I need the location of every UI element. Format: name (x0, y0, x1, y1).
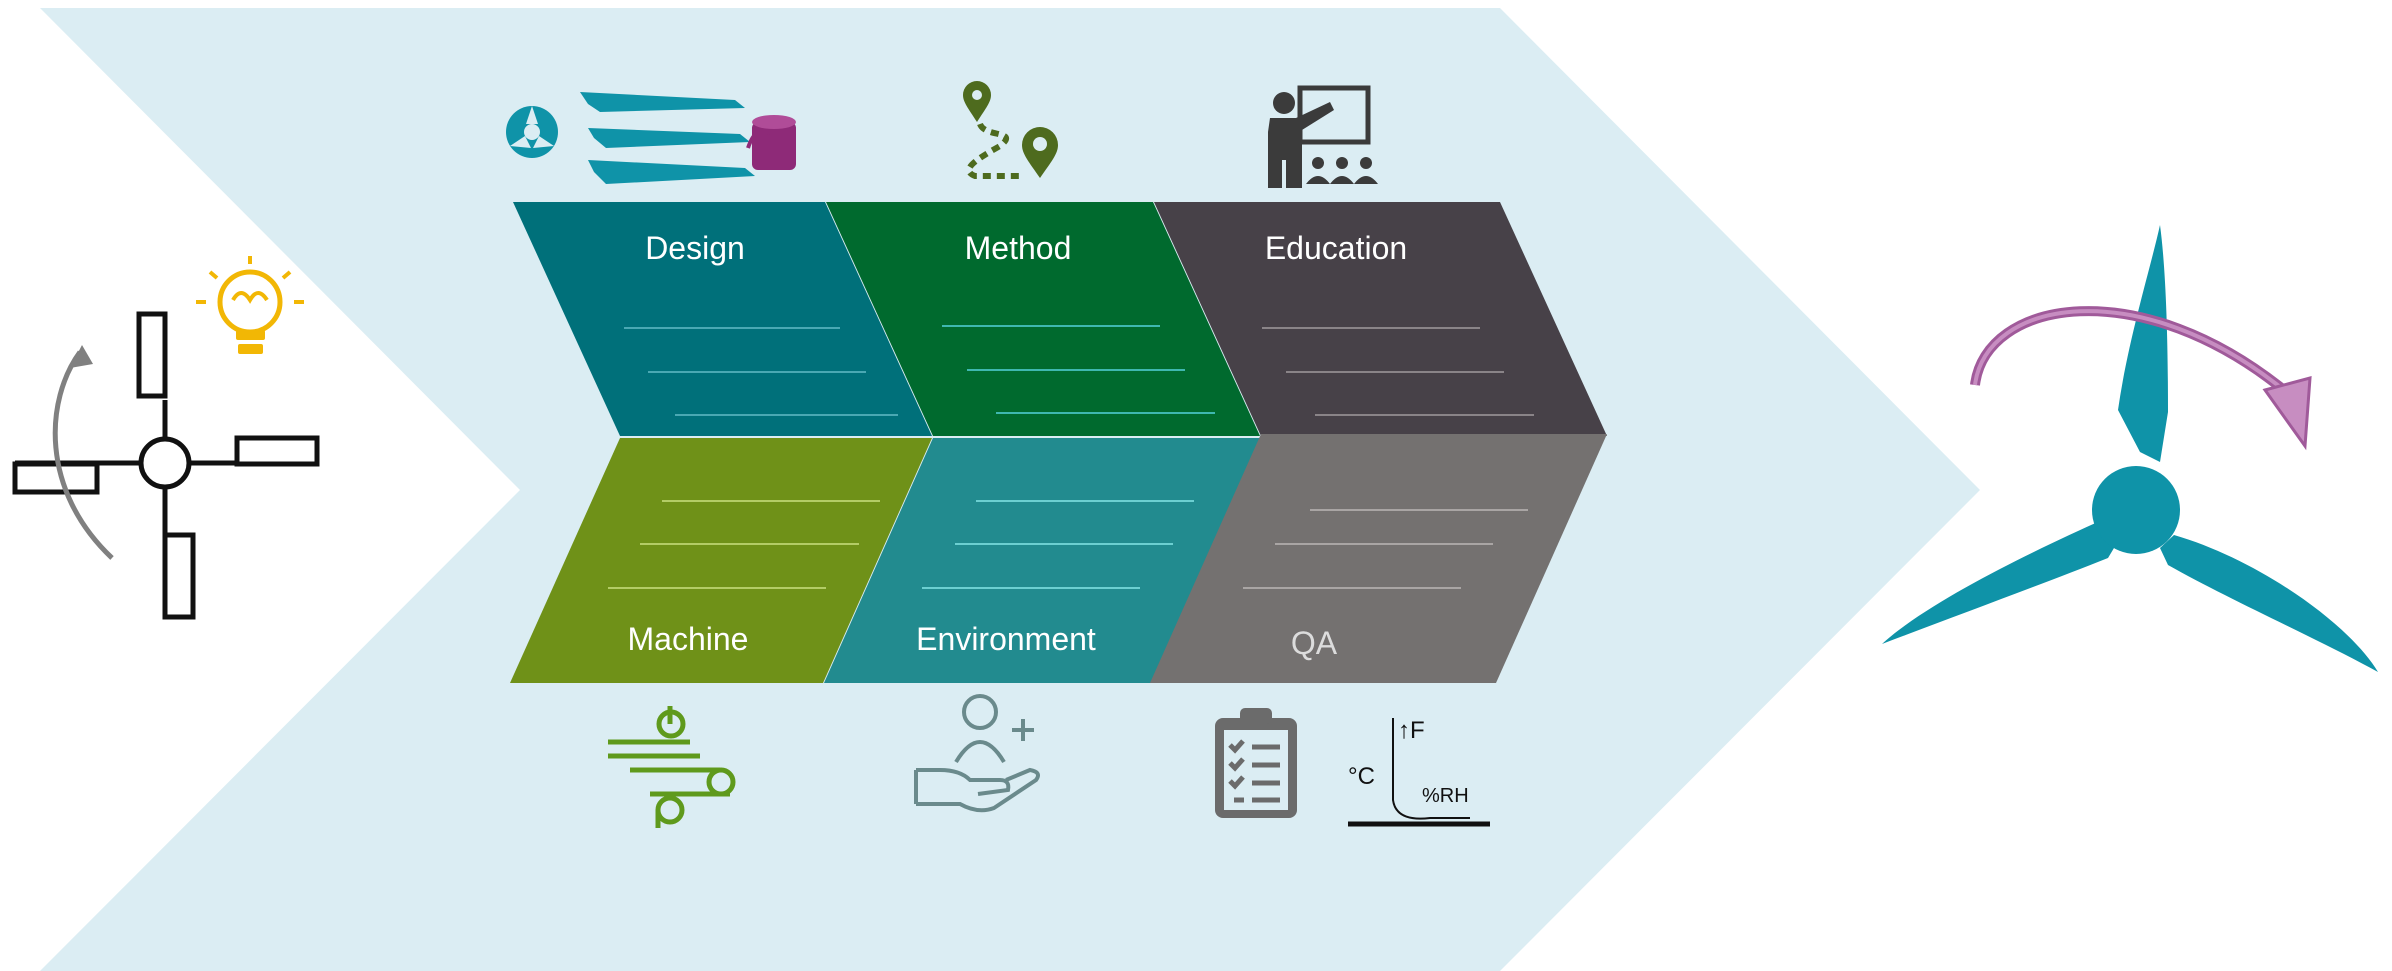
humidity-force-graph: ↑F °C %RH (1348, 717, 1490, 827)
blade-molds-icon (506, 92, 796, 184)
education-cause-lines (1262, 327, 1534, 416)
design-label: Design (645, 230, 745, 266)
teacher-presentation-icon (1268, 85, 1378, 188)
education-label: Education (1265, 230, 1407, 266)
machine-label: Machine (628, 621, 749, 657)
rotation-sketch-arrow-icon (52, 350, 114, 560)
education-block (1154, 202, 1607, 436)
method-label: Method (965, 230, 1072, 266)
humidity-label: %RH (1422, 785, 1469, 807)
qa-block (1150, 434, 1607, 683)
machine-block (510, 438, 932, 683)
environment-cause-lines (922, 500, 1194, 589)
sketch-arrowhead-icon (70, 345, 93, 368)
qa-label: QA (1291, 625, 1338, 661)
force-label: ↑F (1398, 717, 1425, 744)
lightbulb-icon (196, 256, 304, 354)
wind-turbine-icon (1882, 225, 2378, 672)
route-pins-icon (963, 81, 1058, 179)
clipboard-checklist-icon (1215, 708, 1297, 818)
design-cause-lines (624, 327, 898, 416)
rotation-arrow-icon (1970, 306, 2312, 451)
fiber-rollers-icon (608, 706, 736, 828)
machine-cause-lines (608, 500, 880, 589)
method-block (826, 202, 1260, 436)
design-block (513, 202, 932, 436)
environment-label: Environment (916, 621, 1096, 657)
hand-add-person-icon (914, 694, 1040, 813)
qa-cause-lines (1243, 509, 1528, 589)
rotor-sketch-icon (12, 311, 320, 620)
method-cause-lines (942, 325, 1215, 414)
environment-block (824, 438, 1260, 683)
temperature-label: °C (1348, 763, 1375, 790)
